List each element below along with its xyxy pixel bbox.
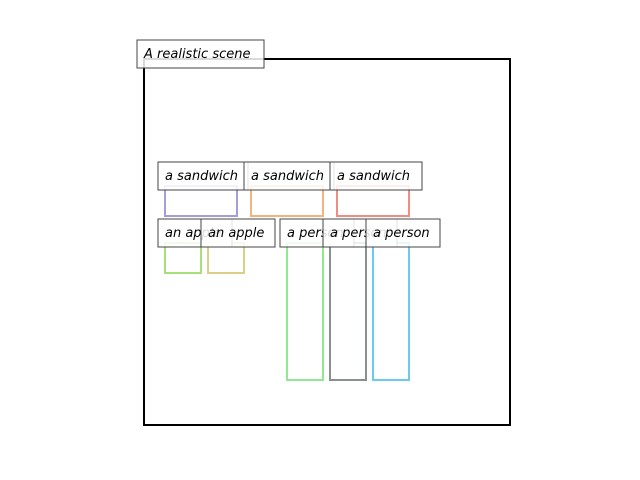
a-person-box <box>372 242 410 381</box>
a-sandwich-label: a sandwich <box>329 161 423 191</box>
a-person-box <box>329 242 367 381</box>
scene-frame <box>143 58 511 426</box>
a-sandwich-label-text: a sandwich <box>251 169 324 184</box>
scene-title-text: A realistic scene <box>143 47 250 62</box>
a-sandwich-label: a sandwich <box>157 161 249 191</box>
a-sandwich-label-box <box>157 161 249 191</box>
a-person-label: a person <box>365 218 441 248</box>
a-person-box <box>286 242 324 381</box>
a-sandwich-label-text: a sandwich <box>337 169 410 184</box>
a-person-label-box <box>365 218 441 248</box>
an-apple-label-text: an apple <box>208 226 264 241</box>
scene-title-box <box>136 39 265 69</box>
scene-title: A realistic scene <box>136 39 265 69</box>
a-person-label-text: a person <box>373 226 430 241</box>
bounding-boxes <box>164 185 410 381</box>
an-apple-label: an apple <box>200 218 276 248</box>
a-sandwich-label-box <box>329 161 423 191</box>
an-apple-label-box <box>200 218 276 248</box>
a-sandwich-label-text: a sandwich <box>165 169 238 184</box>
a-sandwich-label: a sandwich <box>243 161 335 191</box>
